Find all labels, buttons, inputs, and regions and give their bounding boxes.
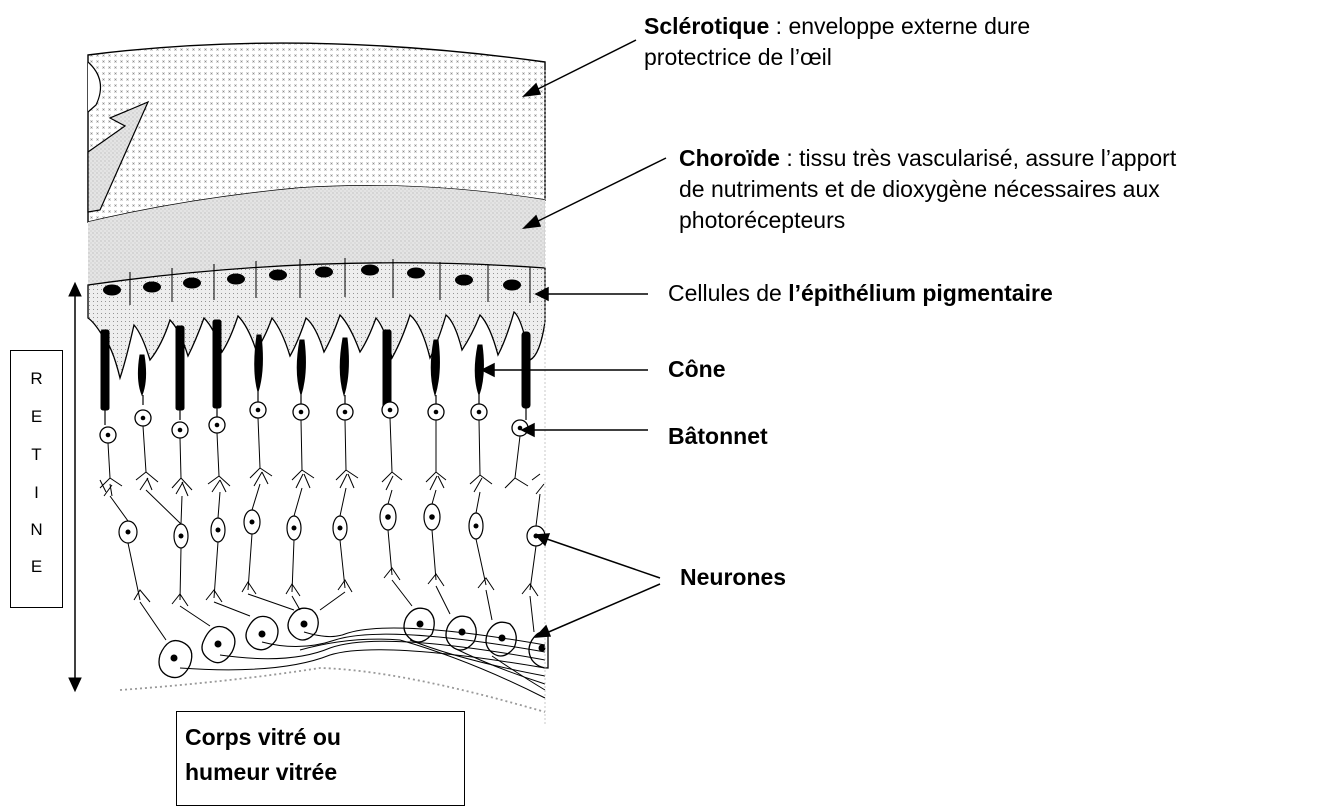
batonnet-label: Bâtonnet [668, 421, 768, 452]
sclerotique-term: Sclérotique [644, 13, 769, 39]
neurones-pointer-top [544, 538, 660, 578]
choroide-line2: de nutriments et de dioxygène nécessaire… [679, 176, 1160, 202]
retina-letter-e: E [11, 407, 62, 427]
choroide-separator: : [780, 145, 799, 171]
cone-label: Cône [668, 354, 726, 385]
vitreous-line2: humeur vitrée [185, 759, 337, 785]
sclerotique-line2: protectrice de l’œil [644, 44, 832, 70]
vitreous-line1: Corps vitré ou [185, 724, 341, 750]
choroide-label: Choroïde : tissu très vascularisé, assur… [679, 143, 1176, 236]
receptor-nuclei [100, 402, 528, 443]
retina-letter-t: T [11, 445, 62, 465]
neurones-pointer-bottom [544, 584, 660, 634]
neurones-label: Neurones [680, 562, 786, 593]
choroide-term: Choroïde [679, 145, 780, 171]
vitreous-label-box: Corps vitré ou humeur vitrée [176, 711, 465, 806]
epithelium-term: l’épithélium pigmentaire [788, 280, 1053, 306]
retina-extent-arrow [69, 283, 81, 691]
epithelium-prefix: Cellules de [668, 280, 788, 306]
retina-label-box: R E T I N E [10, 350, 63, 608]
bipolar-neurons [119, 504, 545, 548]
sclerotique-separator: : [769, 13, 788, 39]
sclerotique-label: Sclérotique : enveloppe externe dure pro… [644, 11, 1030, 73]
choroide-line1: tissu très vascularisé, assure l’apport [799, 145, 1176, 171]
choroide-pointer [532, 158, 666, 224]
retina-letter-r: R [11, 369, 62, 389]
retina-letter-e2: E [11, 557, 62, 577]
sclerotique-line1: enveloppe externe dure [788, 13, 1030, 39]
retina-letter-n: N [11, 520, 62, 540]
epithelium-label: Cellules de l’épithélium pigmentaire [668, 278, 1053, 309]
receptor-axons [100, 418, 544, 496]
sclerotique-pointer [532, 40, 636, 92]
retina-letter-i: I [11, 483, 62, 503]
choroide-line3: photorécepteurs [679, 207, 845, 233]
